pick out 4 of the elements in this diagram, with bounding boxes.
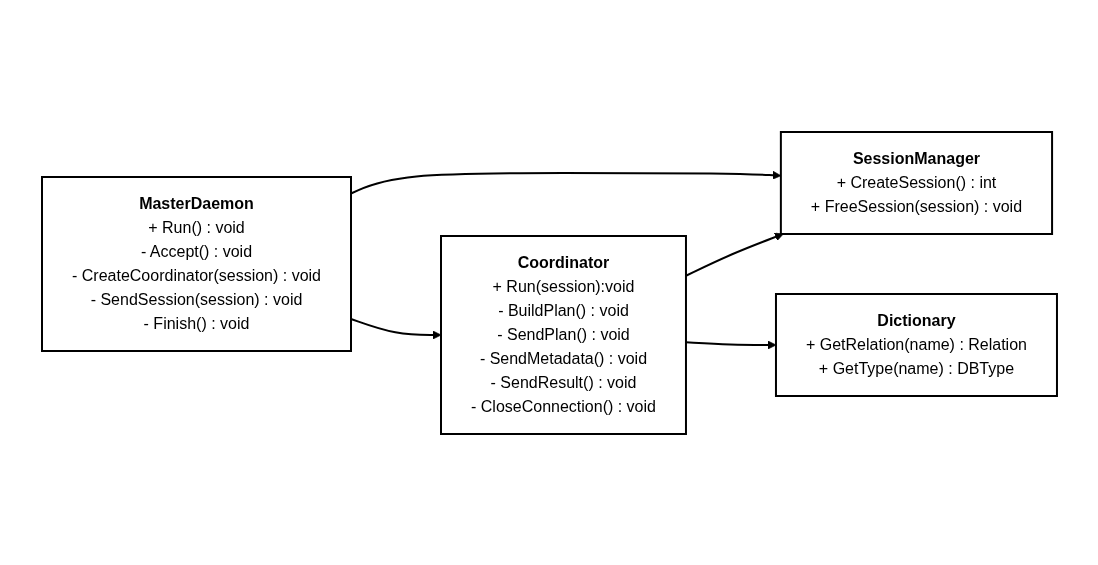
node-box: Dictionary + GetRelation(name) : Relation + GetType(name) : DBType xyxy=(774,292,1058,397)
node-box: Coordinator + Run(session):void - BuildPlan() : void - SendPlan() : void - SendMetadata() : void - SendResult() : void - CloseConnection() : void xyxy=(439,234,687,435)
node-box: SessionManager + CreateSession() : int + FreeSession(session) : void xyxy=(779,130,1053,235)
node-box: MasterDaemon + Run() : void - Accept() : void - CreateCoordinator(session) : void - SendSession(session) : void - Finish() : void xyxy=(40,175,352,352)
